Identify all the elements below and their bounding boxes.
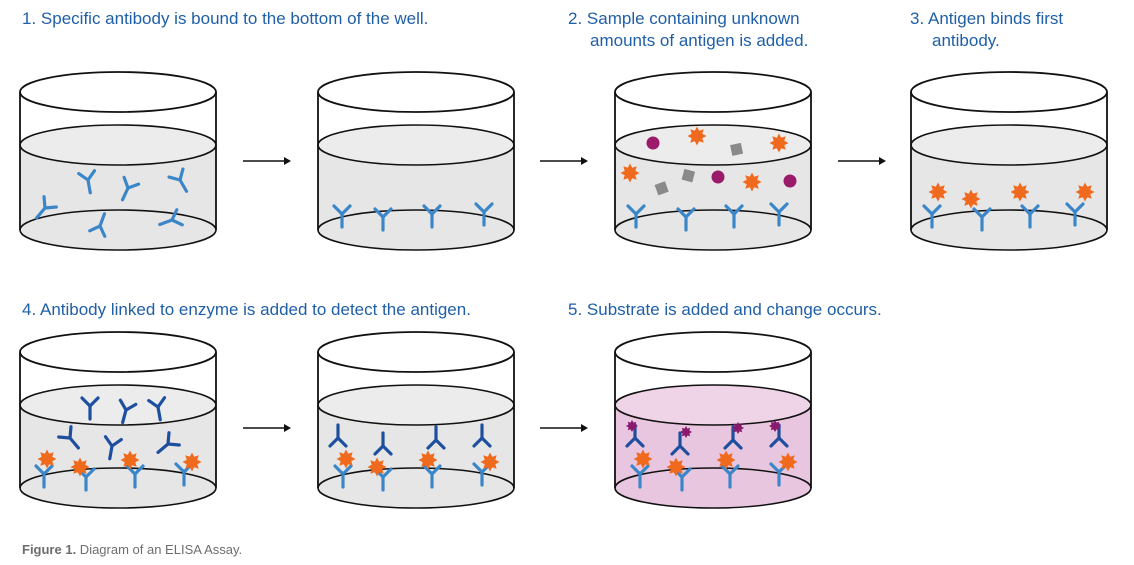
antigen bbox=[480, 452, 500, 472]
elisa-diagram bbox=[19, 71, 1108, 509]
step-4-label: 4. Antibody linked to enzyme is added to… bbox=[22, 300, 471, 319]
well-step-1-bound bbox=[317, 71, 515, 251]
antigen bbox=[70, 457, 90, 477]
arrow bbox=[838, 157, 886, 165]
antigen bbox=[418, 450, 438, 470]
step-3-label: 3. Antigen binds first antibody. bbox=[910, 9, 1064, 50]
antigen bbox=[769, 133, 789, 153]
antigen bbox=[716, 450, 736, 470]
antigen bbox=[778, 452, 798, 472]
figure-caption: Figure 1. Diagram of an ELISA Assay. bbox=[22, 542, 243, 557]
antigen bbox=[961, 189, 981, 209]
antigen bbox=[928, 182, 948, 202]
step-2-label: 2. Sample containing unknown amounts of … bbox=[568, 9, 809, 50]
protein-circle bbox=[646, 136, 660, 150]
antigen bbox=[182, 452, 202, 472]
protein-circle bbox=[711, 170, 725, 184]
antigen bbox=[620, 163, 640, 183]
arrow bbox=[243, 424, 291, 432]
well-step-4-bound bbox=[317, 331, 515, 509]
antigen bbox=[633, 449, 653, 469]
antigen bbox=[336, 449, 356, 469]
protein-square bbox=[730, 142, 744, 156]
step-5-label: 5. Substrate is added and change occurs. bbox=[568, 300, 882, 319]
antigen bbox=[120, 450, 140, 470]
well-step-3 bbox=[910, 71, 1108, 251]
antigen bbox=[1075, 182, 1095, 202]
well-step-4 bbox=[19, 331, 217, 509]
arrow bbox=[540, 157, 588, 165]
antigen bbox=[367, 457, 387, 477]
well-step-5 bbox=[614, 331, 812, 509]
arrow bbox=[243, 157, 291, 165]
antigen bbox=[687, 126, 707, 146]
antigen bbox=[1010, 182, 1030, 202]
arrow bbox=[540, 424, 588, 432]
well-step-2 bbox=[614, 71, 812, 251]
antigen bbox=[666, 457, 686, 477]
protein-circle bbox=[783, 174, 797, 188]
step-1-label: 1. Specific antibody is bound to the bot… bbox=[22, 9, 429, 28]
protein-square bbox=[654, 181, 669, 196]
well-step-1 bbox=[19, 71, 217, 251]
antigen bbox=[37, 449, 57, 469]
protein-square bbox=[681, 168, 696, 183]
antigen bbox=[742, 172, 762, 192]
